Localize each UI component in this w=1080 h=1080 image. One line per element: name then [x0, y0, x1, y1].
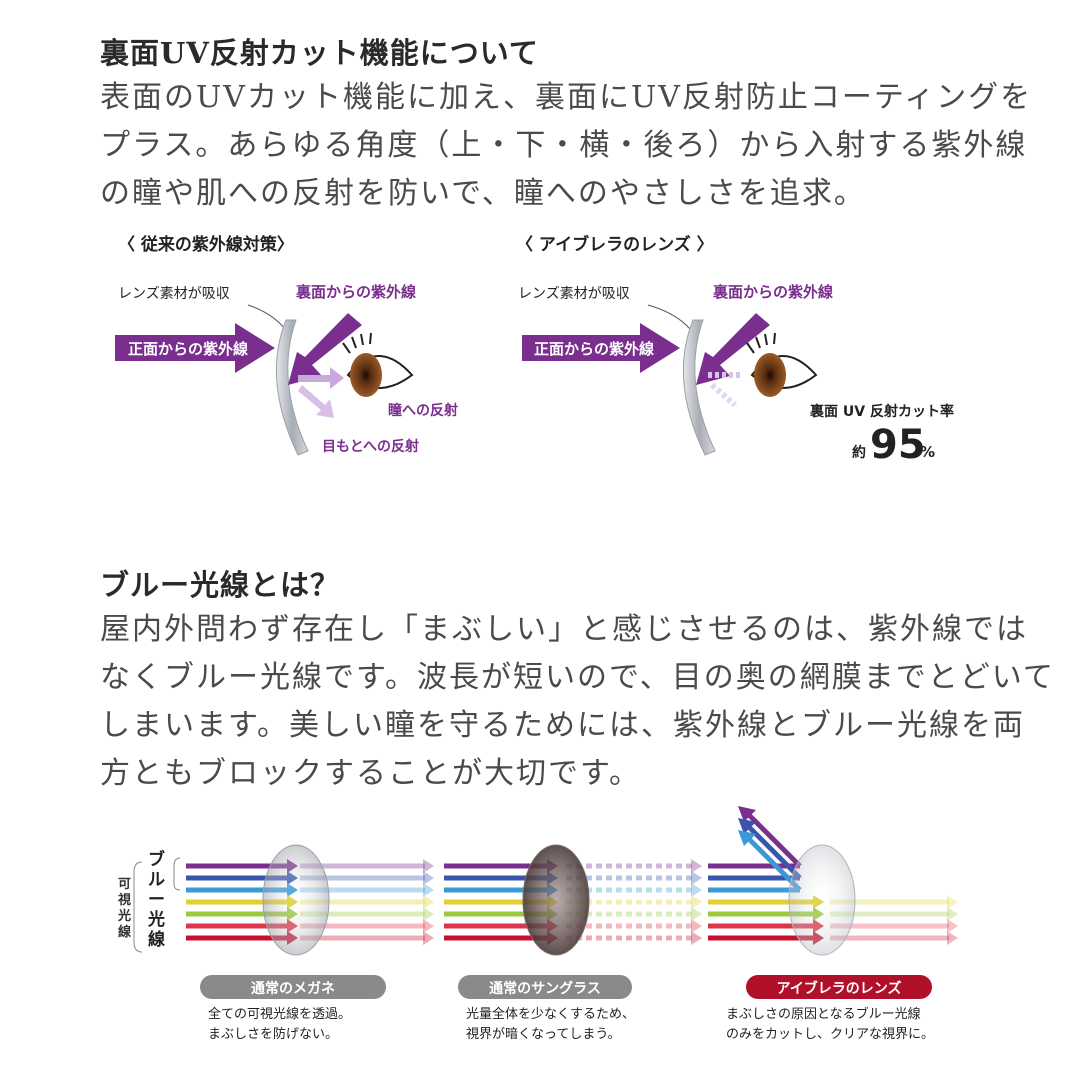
- lens-desc-line: のみをカットし、クリアな視界に。: [726, 1027, 934, 1042]
- rate-unit: %: [920, 443, 935, 461]
- blue-light-char: ー: [148, 890, 165, 910]
- iris-icon: [754, 353, 786, 397]
- rate-prefix: 約: [852, 444, 866, 461]
- blue-light-char: 線: [148, 929, 165, 950]
- dimmed-ray-head: [691, 871, 702, 885]
- transmitted-ray-head: [423, 919, 434, 933]
- transmitted-ray-head: [423, 931, 434, 945]
- blue-body-line: 方ともブロックすることが大切です。: [100, 756, 641, 791]
- lens-type-label: アイブレラのレンズ: [776, 980, 901, 997]
- back-uv-label: 裏面からの紫外線: [295, 283, 416, 301]
- visible-light-char: 可: [118, 877, 131, 892]
- lens-desc-line: まぶしさの原因となるブルー光線: [726, 1006, 921, 1022]
- visible-light-bracket: [133, 861, 143, 953]
- back-uv-arrow: [696, 313, 770, 385]
- leader-line: [247, 304, 286, 330]
- front-uv-arrow: [115, 323, 275, 373]
- lens-type-badge: [200, 975, 386, 999]
- lens-desc-line: 全ての可視光線を透過。: [208, 1006, 351, 1022]
- reflected-blue-ray-head: [738, 806, 756, 822]
- visible-light-label: 可 視 光 線: [117, 861, 143, 953]
- blue-light-char: ブ: [148, 849, 165, 870]
- lens-type-label: 通常のメガネ: [251, 980, 335, 997]
- blue-body-line: しまいます。美しい瞳を守るためには、紫外線とブルー光線を両: [100, 708, 1025, 743]
- back-uv-arrow: [288, 313, 362, 385]
- uv-body-line: プラス。あらゆる角度（上・下・横・後ろ）から入射する紫外線: [100, 128, 1028, 163]
- skin-reflection-arrow: [298, 385, 334, 418]
- lens-desc-line: 光量全体を少なくするため、: [466, 1006, 635, 1022]
- blue-body-line: なくブルー光線です。波長が短いので、目の奥の網膜までとどいて: [100, 660, 1055, 695]
- leader-line: [647, 304, 691, 330]
- eyebrella-title: 〈 アイブレラのレンズ 〉: [516, 234, 714, 255]
- transmitted-ray-head: [947, 931, 958, 945]
- blue-section-heading: ブルー光線とは？: [100, 568, 341, 602]
- visible-light-char: 光: [117, 908, 131, 924]
- lens-shape: [682, 319, 716, 456]
- reflected-blue-ray-head: [738, 818, 756, 834]
- back-uv-label: 裏面からの紫外線: [712, 283, 833, 301]
- transmitted-ray-head: [947, 919, 958, 933]
- reflected-blue-ray: [746, 812, 802, 868]
- lens-absorb-label: レンズ素材が吸収: [118, 286, 230, 302]
- blue-light-char: 光: [147, 909, 165, 930]
- dimmed-ray-head: [691, 895, 702, 909]
- uv-body-line: の瞳や肌への反射を防いで、瞳へのやさしさを追求。: [100, 176, 866, 211]
- eye-reflection-arrow: [298, 367, 344, 389]
- transmitted-ray-head: [947, 907, 958, 921]
- uv-body-line: 表面のUVカット機能に加え、裏面にUV反射防止コーティングを: [100, 80, 1033, 115]
- transmitted-ray-head: [423, 871, 434, 885]
- skin-reflection-label: 目もとへの反射: [322, 438, 419, 455]
- eyelash-icon: [342, 332, 372, 354]
- uv-reflection-diagram: 〈 従来の紫外線対策〉 レンズ素材が吸収 裏面からの紫外線 正面からの紫外線 瞳…: [115, 234, 954, 468]
- uv-section-body: 表面のUVカット機能に加え、裏面にUV反射防止コーティングを プラス。あらゆる角…: [100, 74, 1033, 218]
- normal-glasses-lens: [262, 844, 330, 956]
- lens-type-badge: [458, 975, 632, 999]
- eye-reflection-label: 瞳への反射: [388, 402, 458, 419]
- dimmed-ray-head: [691, 931, 702, 945]
- blue-light-bracket: [173, 857, 181, 891]
- blue-section-body: 屋内外問わず存在し「まぶしい」と感じさせるのは、紫外線では なくブルー光線です。…: [100, 606, 1055, 798]
- blue-light-diagram: 可 視 光 線 ブ ル ー 光 線 通常のメガネ全ての可視光線を透過。まぶしさを…: [117, 806, 958, 1042]
- dimmed-ray-head: [691, 883, 702, 897]
- uv-cut-rate-label: 裏面 UV 反射カット率: [809, 403, 954, 420]
- conventional-title: 〈 従来の紫外線対策〉: [118, 234, 294, 255]
- dimmed-ray-head: [691, 859, 702, 873]
- eyelash-icon: [746, 332, 776, 354]
- visible-light-char: 視: [117, 892, 131, 908]
- blue-light-char: ル: [148, 870, 165, 890]
- uv-section-heading: 裏面UV反射カット機能について: [100, 36, 539, 70]
- transmitted-ray-head: [947, 895, 958, 909]
- eyebrella-lens: [788, 844, 856, 956]
- lens-shape: [275, 319, 309, 456]
- sunglasses-lens: [522, 844, 590, 956]
- iris-icon: [350, 353, 382, 397]
- blue-body-line: 屋内外問わず存在し「まぶしい」と感じさせるのは、紫外線では: [100, 612, 1028, 647]
- front-uv-label: 正面からの紫外線: [128, 340, 248, 358]
- front-uv-label: 正面からの紫外線: [534, 340, 654, 358]
- dimmed-ray-head: [691, 919, 702, 933]
- lens-desc-line: 視界が暗くなってしまう。: [466, 1027, 621, 1042]
- lens-type-badge: [746, 975, 932, 999]
- transmitted-ray-head: [423, 907, 434, 921]
- eyebrella-uv-panel: 〈 アイブレラのレンズ 〉 レンズ素材が吸収 裏面からの紫外線 正面からの紫外線…: [516, 234, 954, 468]
- transmitted-ray-head: [423, 883, 434, 897]
- conventional-uv-panel: 〈 従来の紫外線対策〉 レンズ素材が吸収 裏面からの紫外線 正面からの紫外線 瞳…: [115, 234, 458, 456]
- dimmed-ray-head: [691, 907, 702, 921]
- reflected-blue-ray-head: [738, 830, 756, 846]
- visible-light-char: 線: [118, 924, 132, 940]
- lens-type-label: 通常のサングラス: [489, 980, 601, 997]
- blue-light-label: ブ ル ー 光 線: [147, 849, 181, 950]
- transmitted-ray-head: [423, 895, 434, 909]
- reflected-blue-ray: [746, 824, 802, 880]
- transmitted-ray-head: [423, 859, 434, 873]
- lens-absorb-label: レンズ素材が吸収: [518, 286, 630, 302]
- front-uv-arrow: [522, 323, 680, 373]
- rate-value: 95: [870, 422, 926, 468]
- lens-desc-line: まぶしさを防げない。: [208, 1026, 338, 1042]
- faint-reflection-arrow: [710, 382, 737, 408]
